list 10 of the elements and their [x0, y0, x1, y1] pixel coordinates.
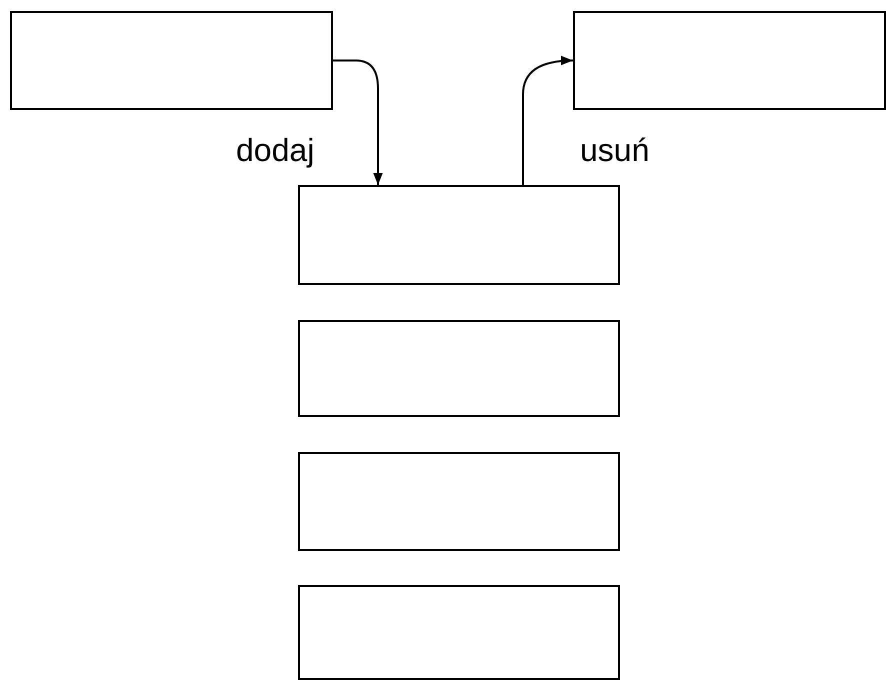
stack-box: [298, 320, 620, 417]
stack-box: [298, 185, 620, 285]
stack-box: [10, 11, 333, 110]
stack-box: [573, 11, 886, 110]
arrow: [333, 60, 383, 185]
arrow: [522, 56, 574, 185]
edge-label: usuń: [580, 134, 650, 166]
edge-label: dodaj: [236, 134, 314, 166]
stack-box: [298, 452, 620, 551]
stack-box: [298, 585, 620, 680]
